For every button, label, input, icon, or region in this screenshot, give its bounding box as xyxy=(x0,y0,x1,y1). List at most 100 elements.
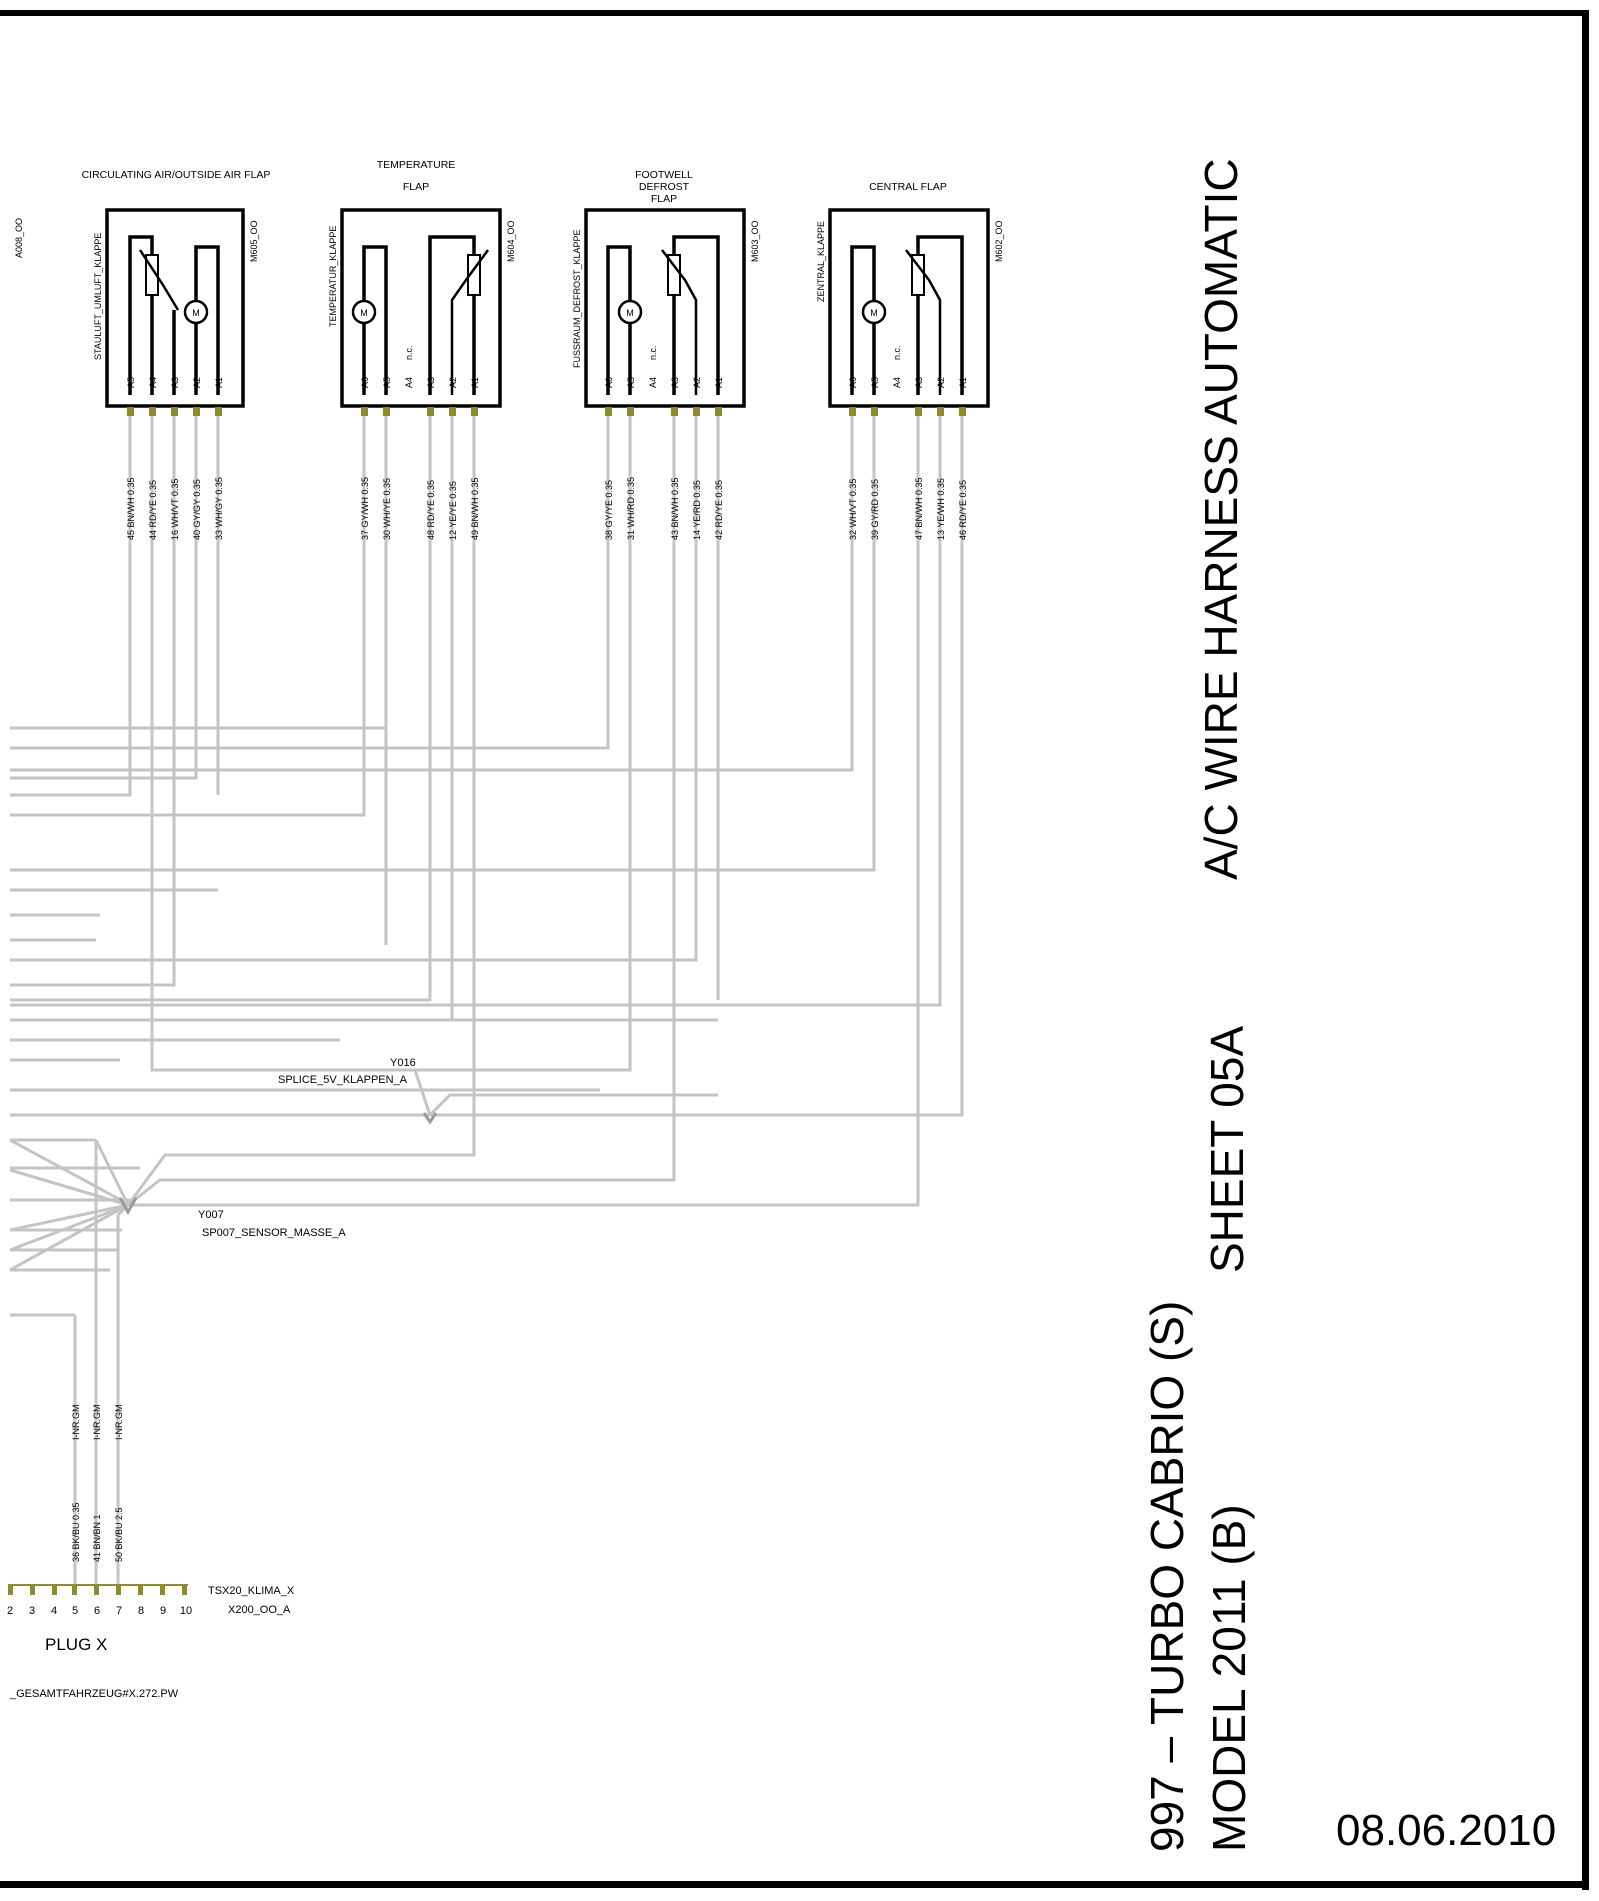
pin-label: A5 xyxy=(870,377,880,388)
component-caption: TEMPERATURE xyxy=(377,159,456,171)
wire-label: 33 WH/GY 0.35 xyxy=(214,477,224,540)
title-block: A/C WIRE HARNESS AUTOMATIC SHEET 05A 997… xyxy=(1141,158,1556,1855)
wire-label: 48 RD/YE 0.35 xyxy=(426,480,436,540)
pin-label: A5 xyxy=(126,377,136,388)
splice-y007-name: SP007_SENSOR_MASSE_A xyxy=(202,1227,346,1239)
wire-label: 38 GY/YE 0.35 xyxy=(604,480,614,540)
wire-label: 12 YE/YE 0.35 xyxy=(448,481,458,540)
plug-name-secondary: X200_OO_A xyxy=(228,1604,291,1616)
ground-ref-label: I-NR.GM xyxy=(92,1405,102,1441)
component-m602-central-flap: CENTRAL FLAP M n.c. ZENTRAL_KLAPPE M602_… xyxy=(816,181,1004,540)
motor-symbol: M xyxy=(626,308,634,318)
component-caption: CENTRAL FLAP xyxy=(869,181,947,193)
plug-label: PLUG X xyxy=(45,1635,107,1654)
component-nc-label: n.c. xyxy=(892,345,902,360)
pin-label: A4 xyxy=(892,377,902,388)
plug-pin-number: 2 xyxy=(7,1605,13,1617)
sheet-date: 08.06.2010 xyxy=(1336,1806,1556,1855)
plug-pin-number: 9 xyxy=(160,1605,166,1617)
wire-label: 16 WH/VT 0.35 xyxy=(170,479,180,540)
pin-label: A5 xyxy=(382,377,392,388)
splice-y016: Y016 SPLICE_5V_KLAPPEN_A xyxy=(278,1057,438,1125)
component-part-name: TEMPERATUR_KLAPPE xyxy=(328,226,338,327)
component-nc-label: n.c. xyxy=(648,345,658,360)
wire-label: 37 GY/WH 0.35 xyxy=(360,477,370,540)
pin-label: A4 xyxy=(404,377,414,388)
wire-label: 47 BN/WH 0.35 xyxy=(914,477,924,540)
component-m603-footwell-defrost-flap: FOOTWELL DEFROST FLAP M n.c. FUSSRAUM_DE… xyxy=(572,169,760,540)
wire-label: 40 GY/GY 0.35 xyxy=(192,479,202,540)
pin-label: A2 xyxy=(192,377,202,388)
splice-y007-id: Y007 xyxy=(198,1209,224,1221)
component-ref: M603_OO xyxy=(750,220,760,262)
wire-label: 50 BK/BU 2.5 xyxy=(114,1507,124,1562)
component-caption: CIRCULATING AIR/OUTSIDE AIR FLAP xyxy=(82,169,271,181)
pin-label: A5 xyxy=(626,377,636,388)
wire-label: 43 BN/WH 0.35 xyxy=(670,477,680,540)
plug-pin-number: 5 xyxy=(72,1605,78,1617)
wire-label: 49 BN/WH 0.35 xyxy=(470,477,480,540)
sheet-frame xyxy=(0,10,1589,1890)
pin-label: A1 xyxy=(214,377,224,388)
pin-label: A2 xyxy=(692,377,702,388)
pin-label: A3 xyxy=(426,377,436,388)
wire-label: 30 WH/YE 0.35 xyxy=(382,478,392,540)
motor-symbol: M xyxy=(192,308,200,318)
left-reference-label: A008_OO xyxy=(14,218,24,258)
plug-pin-number: 7 xyxy=(116,1605,122,1617)
plug-x-connector: I-NR.GM I-NR.GM I-NR.GM 36 BK/BU 0.35 41… xyxy=(7,1405,295,1701)
component-caption: DEFROST xyxy=(639,181,690,193)
plug-pin-number: 6 xyxy=(94,1605,100,1617)
component-caption: FOOTWELL xyxy=(635,169,693,181)
wire-bundle xyxy=(9,415,964,1585)
pin-label: A1 xyxy=(470,377,480,388)
pin-label: A3 xyxy=(670,377,680,388)
pin-label: A4 xyxy=(148,377,158,388)
ground-ref-label: I-NR.GM xyxy=(114,1405,124,1441)
splice-y007: Y007 SP007_SENSOR_MASSE_A xyxy=(118,1197,346,1239)
pin-label: A6 xyxy=(848,377,858,388)
pin-label: A1 xyxy=(714,377,724,388)
component-ref: M604_OO xyxy=(506,220,516,262)
sheet-number: SHEET 05A xyxy=(1201,1026,1253,1273)
wire-label: 31 WH/RD 0.35 xyxy=(626,477,636,540)
wire-label: 46 RD/YE 0.35 xyxy=(958,480,968,540)
component-caption: FLAP xyxy=(651,193,677,205)
model-line-1: 997 – TURBO CABRIO (S) xyxy=(1141,1301,1193,1852)
motor-symbol: M xyxy=(870,308,878,318)
wire-label: 42 RD/YE 0.35 xyxy=(714,480,724,540)
pin-label: A3 xyxy=(914,377,924,388)
model-line-2: MODEL 2011 (B) xyxy=(1203,1504,1255,1852)
splice-y016-id: Y016 xyxy=(390,1057,416,1069)
component-nc-label: n.c. xyxy=(404,345,414,360)
wire-label: 39 GY/RD 0.35 xyxy=(870,479,880,540)
wire-label: 36 BK/BU 0.35 xyxy=(71,1502,81,1562)
component-part-name: FUSSRAUM_DEFROST_KLAPPE xyxy=(572,229,582,368)
pin-label: A1 xyxy=(958,377,968,388)
pin-label: A6 xyxy=(604,377,614,388)
wire-label: 13 YE/WH 0.35 xyxy=(936,478,946,540)
component-part-name: ZENTRAL_KLAPPE xyxy=(816,221,826,302)
pin-label: A3 xyxy=(170,377,180,388)
pin-label: A2 xyxy=(936,377,946,388)
motor-symbol: M xyxy=(360,308,368,318)
plug-pin-number: 4 xyxy=(51,1605,57,1617)
pin-label: A2 xyxy=(448,377,458,388)
wire-label: 32 WH/VT 0.35 xyxy=(848,479,858,540)
plug-pin-number: 8 xyxy=(138,1605,144,1617)
component-part-name: STAULUFT_UMLUFT_KLAPPE xyxy=(93,233,103,360)
sheet-title: A/C WIRE HARNESS AUTOMATIC xyxy=(1195,158,1247,880)
component-caption: FLAP xyxy=(403,181,429,193)
ground-ref-label: I-NR.GM xyxy=(71,1405,81,1441)
wire-label: 41 BN/BN 1 xyxy=(92,1514,102,1562)
component-ref: M605_OO xyxy=(249,220,259,262)
pin-label: A4 xyxy=(648,377,658,388)
wire-label: 45 BN/WH 0.35 xyxy=(126,477,136,540)
pin-label: A6 xyxy=(360,377,370,388)
component-ref: M602_OO xyxy=(994,220,1004,262)
splice-y016-name: SPLICE_5V_KLAPPEN_A xyxy=(278,1074,408,1086)
wire-label: 44 RD/YE 0.35 xyxy=(148,480,158,540)
component-m604-temperature-flap: TEMPERATURE FLAP M n.c. TEMPERATUR_KLAPP… xyxy=(328,159,516,540)
plug-pin-number: 3 xyxy=(29,1605,35,1617)
